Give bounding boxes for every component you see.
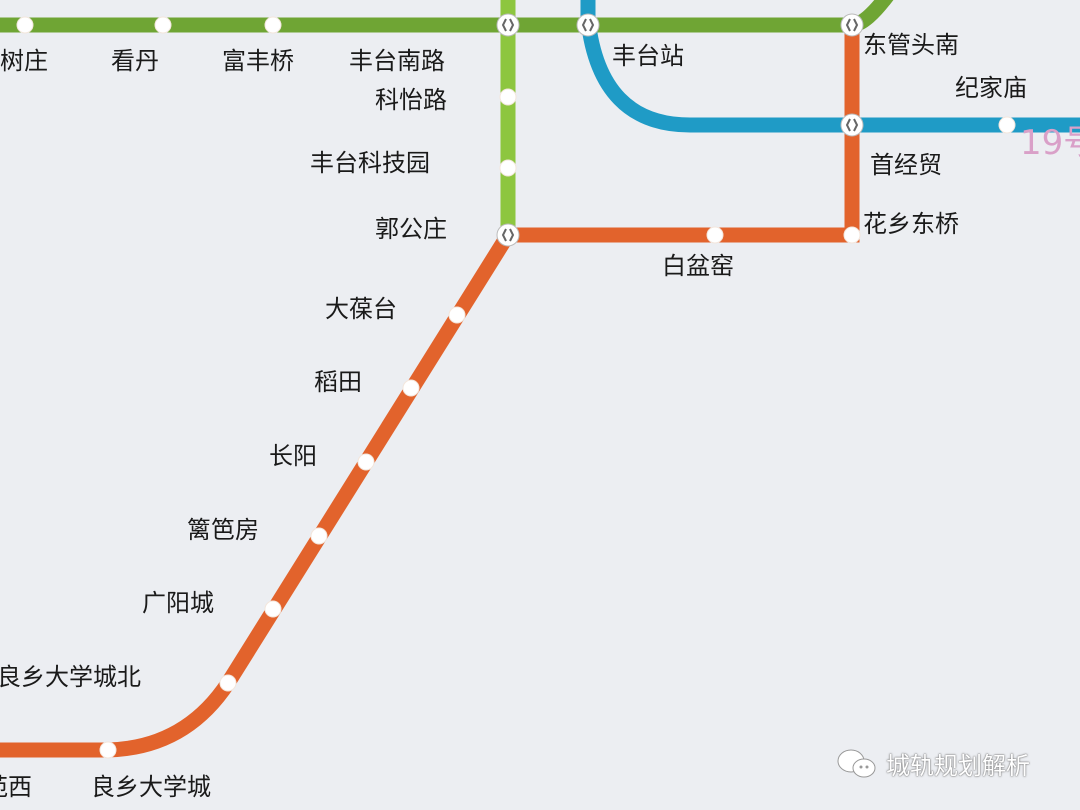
station-label: 白盆窑 xyxy=(662,252,734,280)
station-label: 树庄 xyxy=(0,47,48,75)
station-label: 郭公庄 xyxy=(375,215,447,243)
station-label: 东管头南 xyxy=(863,31,959,59)
station-label: 花乡东桥 xyxy=(863,210,959,238)
station-marker[interactable] xyxy=(99,741,117,759)
line-19-label: 19号 xyxy=(1020,123,1080,163)
station-label: 丰台站 xyxy=(612,42,684,70)
station-marker[interactable] xyxy=(357,453,375,471)
wechat-icon xyxy=(837,749,876,777)
station-marker[interactable] xyxy=(843,226,861,244)
station-marker[interactable] xyxy=(16,16,34,34)
station-label: 富丰桥 xyxy=(222,47,294,75)
station-label: 稻田 xyxy=(314,368,362,396)
transfer-station-icon[interactable] xyxy=(840,13,864,37)
station-label: 大葆台 xyxy=(325,295,397,323)
station-label: 苑西 xyxy=(0,773,32,801)
station-marker[interactable] xyxy=(219,674,237,692)
station-marker[interactable] xyxy=(448,306,466,324)
transfer-station-icon[interactable] xyxy=(496,223,520,247)
station-label: 广阳城 xyxy=(142,589,214,617)
station-label: 良乡大学城 xyxy=(91,773,211,801)
watermark-text: 城轨规划解析 xyxy=(886,752,1030,780)
station-marker[interactable] xyxy=(264,16,282,34)
station-label: 科怡路 xyxy=(375,86,447,114)
station-marker[interactable] xyxy=(310,527,328,545)
station-marker[interactable] xyxy=(402,379,420,397)
station-label: 丰台科技园 xyxy=(310,149,430,177)
station-label: 篱笆房 xyxy=(187,516,259,544)
station-marker[interactable] xyxy=(706,226,724,244)
station-marker[interactable] xyxy=(998,116,1016,134)
station-marker[interactable] xyxy=(264,600,282,618)
watermark: 城轨规划解析 xyxy=(836,746,1030,781)
station-marker[interactable] xyxy=(499,88,517,106)
station-label: 长阳 xyxy=(269,442,317,470)
transfer-station-icon[interactable] xyxy=(840,113,864,137)
line-orange xyxy=(0,25,860,758)
station-label: 首经贸 xyxy=(870,151,942,179)
station-label: 纪家庙 xyxy=(955,74,1027,102)
station-label: 看丹 xyxy=(111,47,159,75)
station-label: 丰台南路 xyxy=(349,47,445,75)
station-label: 良乡大学城北 xyxy=(0,663,141,691)
transfer-station-icon[interactable] xyxy=(496,13,520,37)
line-green-horizontal xyxy=(0,0,894,33)
station-marker[interactable] xyxy=(154,16,172,34)
transfer-station-icon[interactable] xyxy=(576,13,600,37)
station-marker[interactable] xyxy=(499,159,517,177)
